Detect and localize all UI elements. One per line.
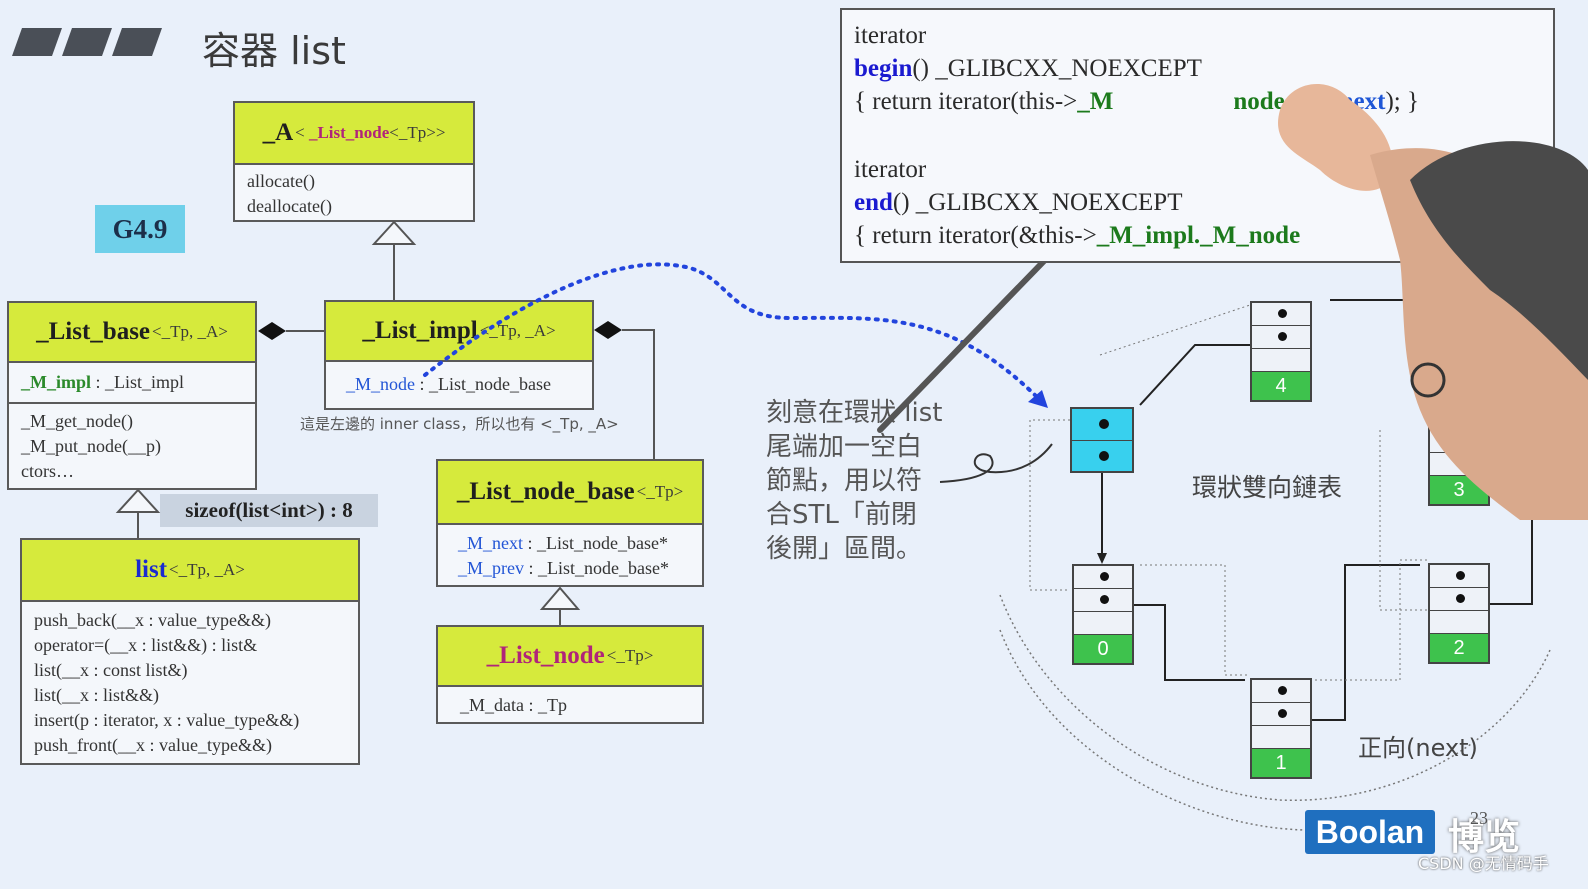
class-name: _A <box>262 119 294 146</box>
list-node: 1 <box>1250 678 1312 779</box>
class-template: < _List_node<_Tp>> <box>295 123 446 142</box>
pointer-dot-icon <box>1278 309 1287 318</box>
note-arrow <box>939 443 1053 483</box>
method: push_back(__x : value_type&&) <box>34 610 271 630</box>
code-line: { return iterator(&this->_M_impl._M_node <box>854 222 1301 249</box>
list-node: 4 <box>1250 301 1312 402</box>
annotation-text: 刻意在環狀 list 尾端加一空白 節點，用以符 合STL「前閉 後開」區間。 <box>766 398 943 564</box>
pointer-dot-icon <box>1100 595 1109 604</box>
method: push_front(__x : value_type&&) <box>34 735 272 755</box>
composition-diamond-icon <box>258 322 286 340</box>
class-name: _List_impl <box>362 317 478 344</box>
presenter-image <box>1278 83 1588 520</box>
ring-label: 環狀雙向鏈表 <box>1192 473 1343 502</box>
inner-class-note: 這是左邊的 inner class，所以也有 <_Tp, _A> <box>300 415 619 433</box>
node-label: 0 <box>1074 635 1132 663</box>
title-stripes <box>12 28 162 61</box>
pointer-dot-icon <box>1278 709 1287 718</box>
member-type: : _List_impl <box>91 372 185 392</box>
inherit-triangle-icon <box>539 586 581 610</box>
list-node: 0 <box>1072 564 1134 665</box>
pointer-dot-icon <box>1099 451 1109 461</box>
method: list(__x : list&&) <box>34 685 160 705</box>
method: deallocate() <box>247 196 332 216</box>
node-label: 1 <box>1252 749 1310 777</box>
pointer-dot-icon <box>1100 572 1109 581</box>
member: _M_data : _Tp <box>460 695 567 715</box>
member-name: _M_node <box>346 374 415 394</box>
method: operator=(__x : list&&) : list& <box>34 635 258 655</box>
list-node-class-box: _List_node <_Tp> _M_data : _Tp <box>436 625 704 724</box>
list-node-base-class-box: _List_node_base <_Tp> _M_next : _List_no… <box>436 459 704 587</box>
inherit-triangle-icon <box>371 220 417 245</box>
inherit-triangle-icon <box>115 488 161 513</box>
code-line: iterator <box>854 22 927 49</box>
code-panel: iterator begin() _GLIBCXX_NOEXCEPT { ret… <box>840 8 1555 263</box>
brand-logo: Boolan <box>1305 810 1435 854</box>
method: ctors… <box>21 461 74 481</box>
method: insert(p : iterator, x : value_type&&) <box>34 710 300 730</box>
code-line: iterator <box>854 156 927 183</box>
pointer-dot-icon <box>1456 594 1465 603</box>
page-number: 23 <box>1470 808 1488 828</box>
class-template: <_Tp> <box>606 646 654 665</box>
node-label: 2 <box>1430 634 1488 662</box>
code-line: begin() _GLIBCXX_NOEXCEPT <box>854 55 1202 82</box>
class-template: <_Tp, _A> <box>169 560 245 579</box>
list-node: 2 <box>1428 563 1490 664</box>
member: _M_next : _List_node_base* <box>458 533 668 553</box>
pointer-dot-icon <box>1278 686 1287 695</box>
arrowhead-icon <box>1028 390 1048 408</box>
pointer-dot-icon <box>1278 332 1287 341</box>
class-template: <_Tp> <box>636 482 684 501</box>
page-title: 容器 list <box>202 29 346 73</box>
pointer-dot-icon <box>1099 419 1109 429</box>
list-class-box: list <_Tp, _A> push_back(__x : value_typ… <box>20 538 360 765</box>
sizeof-note: sizeof(list<int>) : 8 <box>160 494 378 527</box>
method: list(__x : const list&) <box>34 660 188 680</box>
pointer-dot-icon <box>1456 571 1465 580</box>
allocator-class-box: _A < _List_node<_Tp>> allocate() dealloc… <box>233 101 475 222</box>
class-name: list <box>135 556 168 583</box>
method: _M_get_node() <box>21 411 133 431</box>
class-name: _List_node_base <box>456 478 635 505</box>
code-line: end() _GLIBCXX_NOEXCEPT <box>854 189 1183 216</box>
list-base-class-box: _List_base <_Tp, _A> _M_impl : _List_imp… <box>7 301 257 490</box>
node-label: 4 <box>1252 372 1310 400</box>
composition-diamond-icon <box>594 321 622 339</box>
version-badge: G4.9 <box>95 205 185 253</box>
dotted-pointer-arrow <box>423 262 1042 402</box>
class-template: <_Tp, _A> <box>152 322 228 341</box>
class-name: _List_base <box>36 318 151 345</box>
class-template: <_Tp, _A> <box>479 321 556 340</box>
method: _M_put_node(__p) <box>21 436 161 456</box>
stripes-icon <box>12 28 162 56</box>
member: _M_prev : _List_node_base* <box>458 558 669 578</box>
list-impl-class-box: _List_impl <_Tp, _A> _M_node : _List_nod… <box>324 300 594 410</box>
sentinel-node <box>1070 407 1134 473</box>
forward-label: 正向(next) <box>1358 734 1478 762</box>
class-name: _List_node <box>486 642 605 669</box>
method: allocate() <box>247 171 315 191</box>
member-name: _M_impl <box>21 372 91 392</box>
brand-cn: 博览 <box>1448 817 1521 858</box>
watermark: CSDN @无情码手 <box>1418 854 1549 873</box>
member-type: : _List_node_base <box>415 374 551 394</box>
